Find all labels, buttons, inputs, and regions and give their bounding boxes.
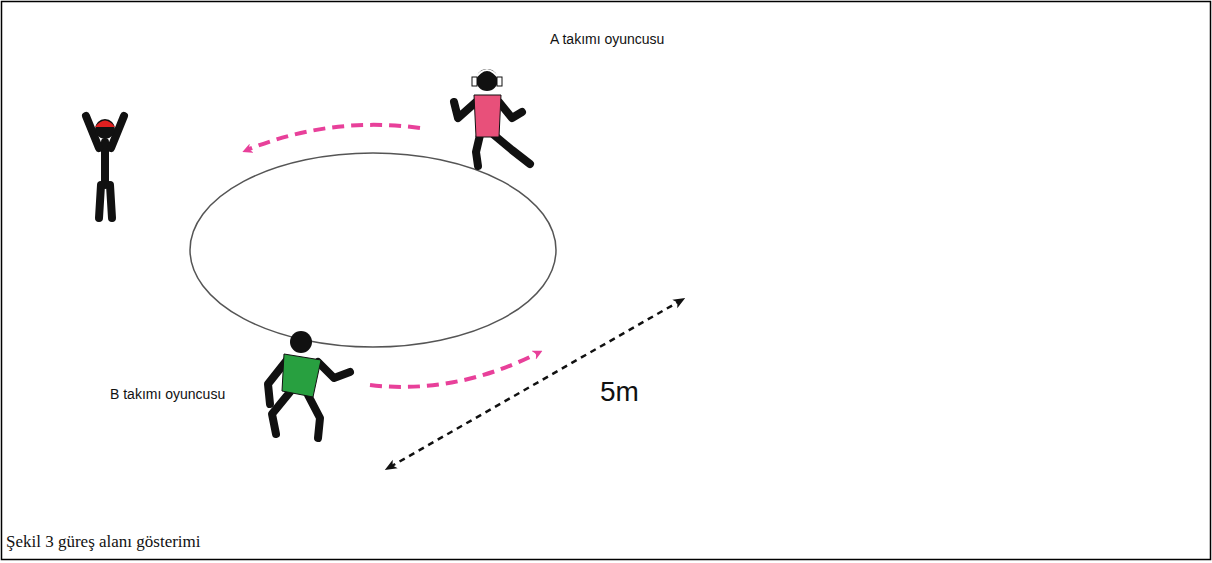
referee-head xyxy=(95,119,115,139)
dimension-arrow xyxy=(390,301,680,467)
dimension-label: 5m xyxy=(600,376,639,408)
headphones xyxy=(474,70,500,80)
wrestling-circle xyxy=(190,153,556,347)
referee-figure xyxy=(86,116,124,218)
figure-caption: Şekil 3 güreş alanı gösterimi xyxy=(6,532,201,552)
player-b-head xyxy=(290,331,312,353)
movement-arrow xyxy=(247,125,420,150)
referee-cap xyxy=(95,121,115,128)
player-label: B takımı oyuncusu xyxy=(110,386,225,402)
movement-arrow xyxy=(370,353,538,387)
player-a-shirt xyxy=(474,95,501,137)
player-label: A takımı oyuncusu xyxy=(550,31,664,47)
headphones xyxy=(472,77,477,86)
headphones xyxy=(497,77,502,86)
player-b-shirt xyxy=(282,354,321,397)
